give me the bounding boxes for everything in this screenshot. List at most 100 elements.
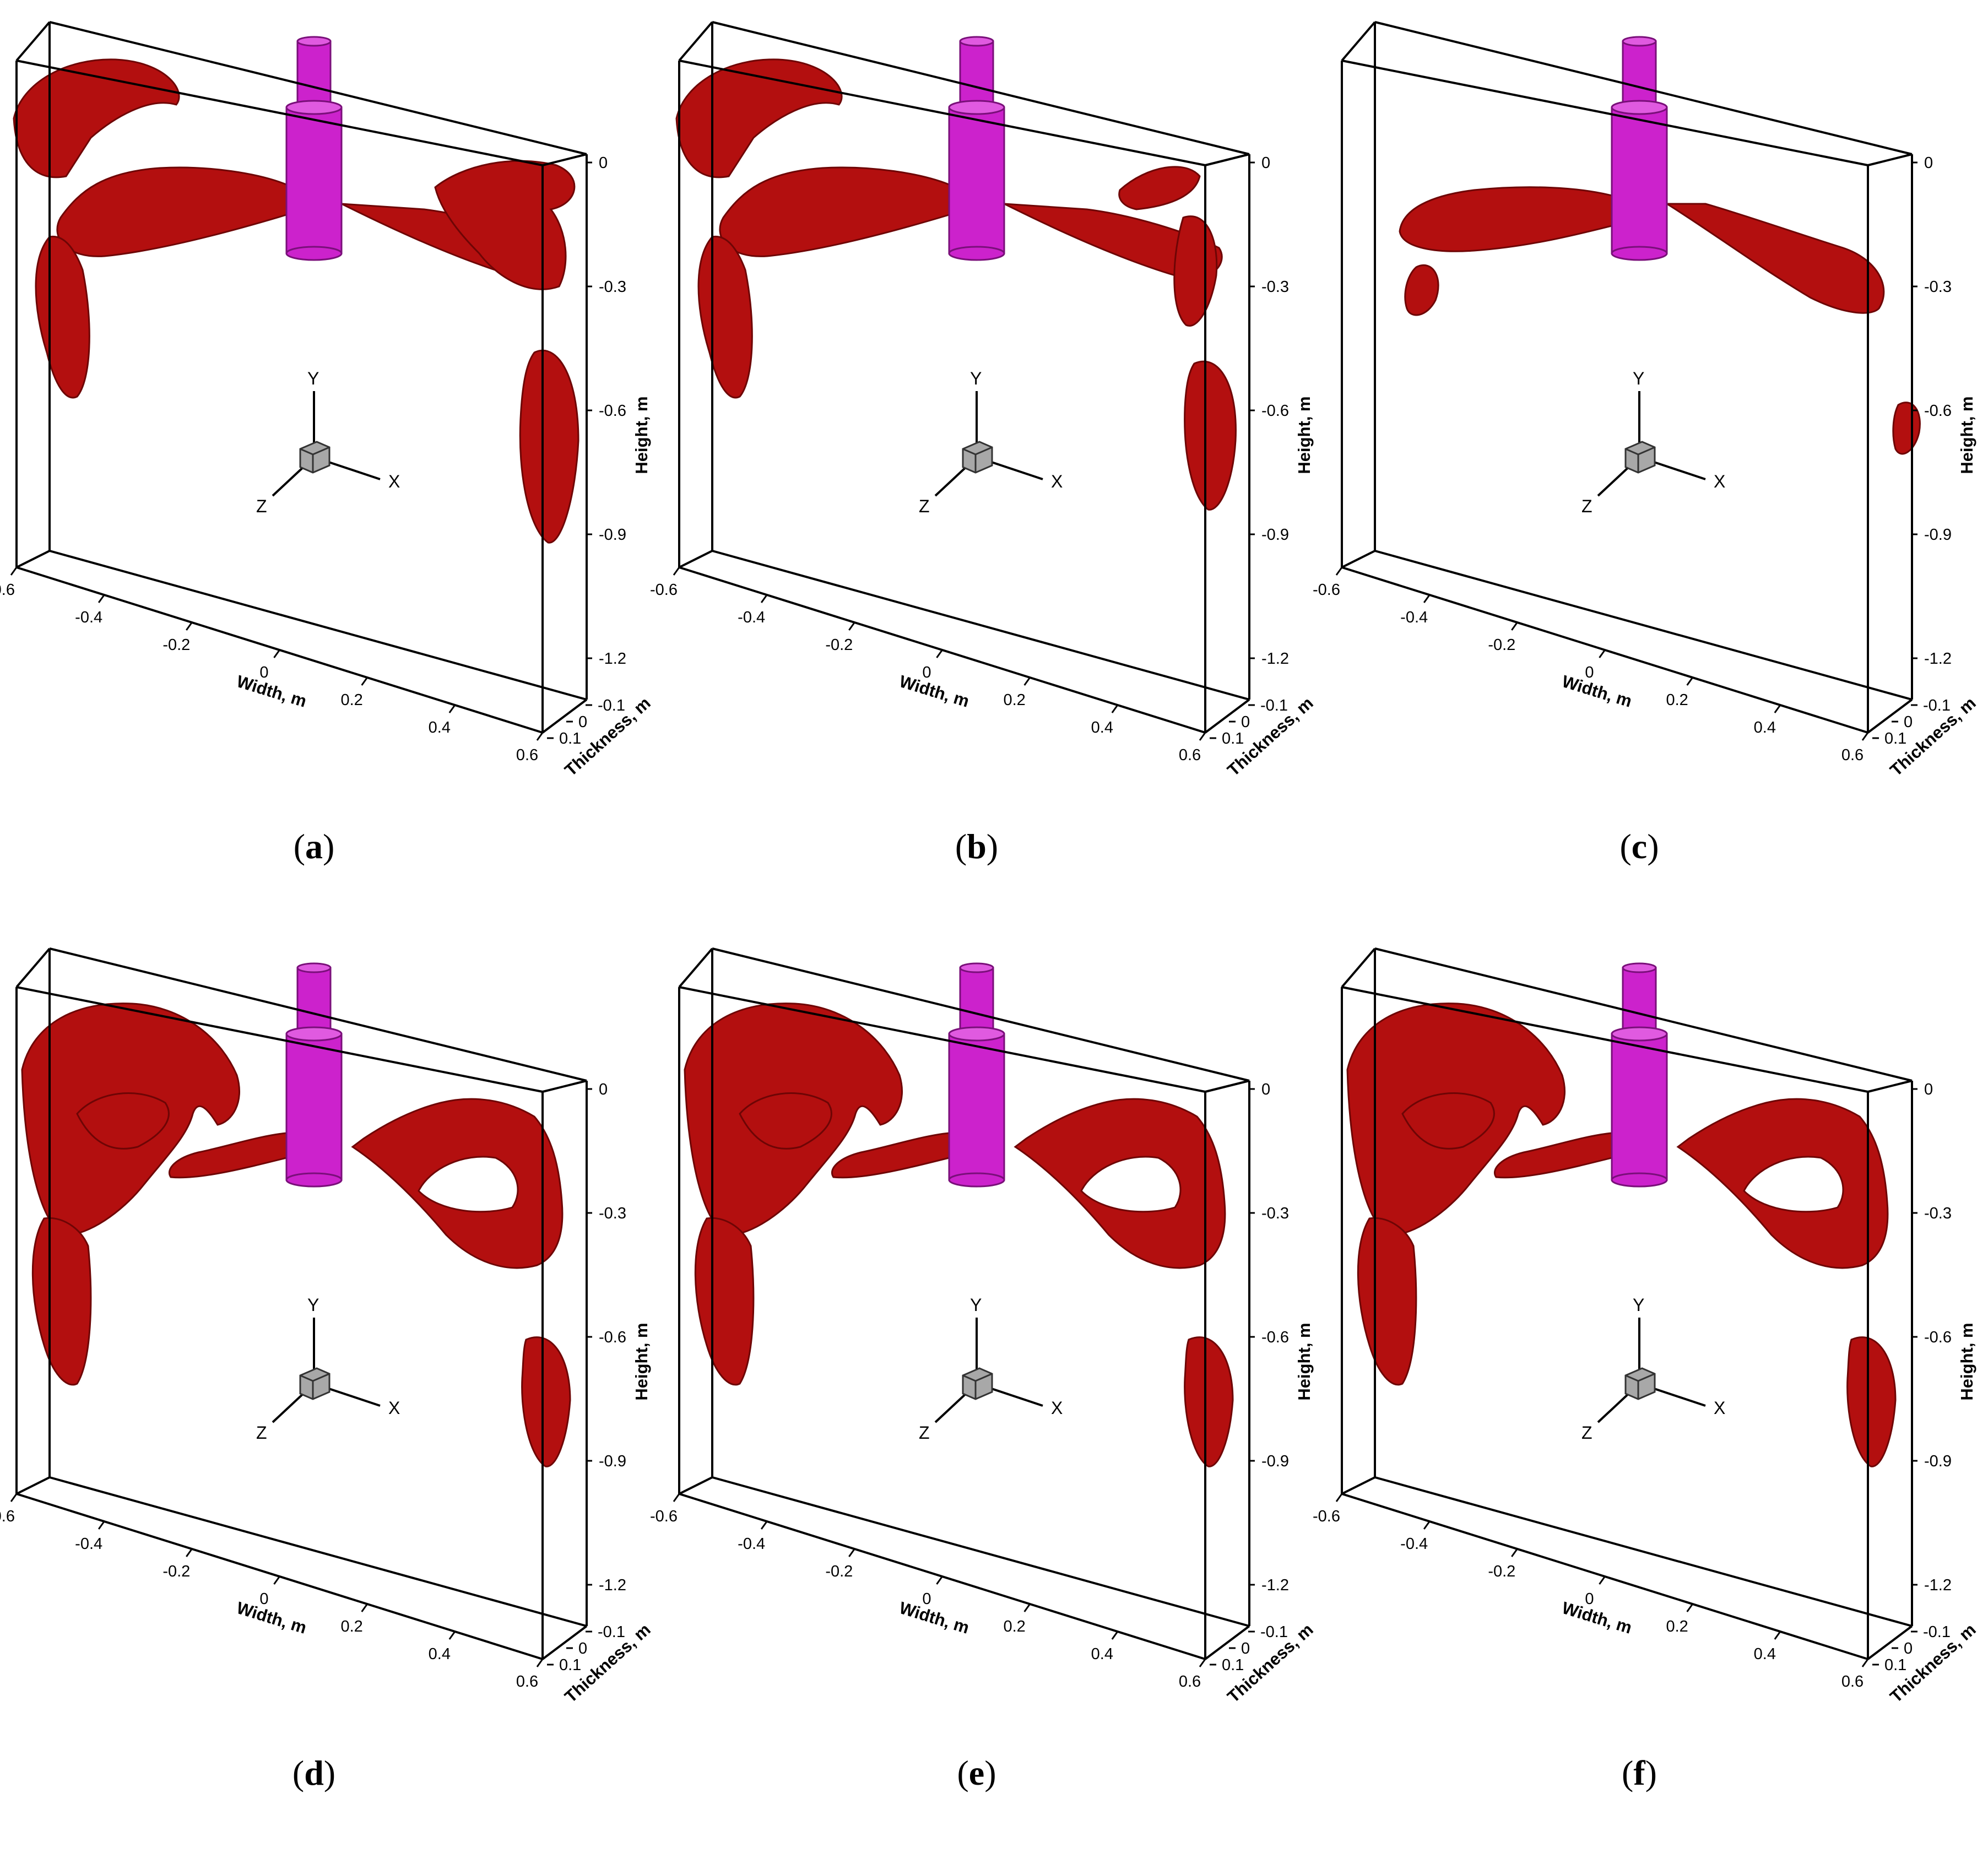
triad-y-label: Y bbox=[970, 369, 982, 388]
triad-x-label: X bbox=[1714, 472, 1725, 491]
thickness-tick-label: 0.1 bbox=[559, 730, 581, 747]
width-tick-label: -0.2 bbox=[825, 1563, 853, 1580]
thickness-tick-label: 0 bbox=[578, 713, 587, 731]
width-tick-label: 0.4 bbox=[1091, 719, 1113, 736]
isosurface-blob bbox=[21, 1003, 240, 1236]
panel-caption-letter: b bbox=[967, 827, 987, 866]
panel-caption-letter: a bbox=[305, 827, 323, 866]
height-axis-title: Height, m bbox=[632, 1323, 651, 1400]
isosurface-blob bbox=[1118, 166, 1201, 210]
width-tick-label: -0.2 bbox=[825, 636, 853, 654]
width-tick-label: -0.4 bbox=[738, 1535, 765, 1553]
width-tick-label: -0.6 bbox=[650, 1508, 678, 1525]
isosurface-group bbox=[1399, 186, 1921, 455]
isosurface-blob bbox=[1892, 402, 1921, 455]
width-tick-label: 0 bbox=[922, 664, 931, 681]
height-tick-label: -0.6 bbox=[599, 1329, 626, 1346]
nozzle bbox=[1611, 962, 1668, 1188]
height-tick-label: -0.9 bbox=[599, 526, 626, 544]
height-tick-label: -1.2 bbox=[1261, 650, 1289, 668]
width-axis-title: Width, m bbox=[235, 1598, 309, 1638]
triad-y-label: Y bbox=[307, 1295, 319, 1315]
triad-y-label: Y bbox=[970, 1295, 982, 1315]
height-tick-label: -1.2 bbox=[599, 650, 626, 668]
isosurface-blob bbox=[719, 166, 950, 257]
isosurface-blob bbox=[31, 1217, 92, 1386]
height-axis-title: Height, m bbox=[1294, 1323, 1314, 1400]
thickness-tick-label: -0.1 bbox=[1923, 697, 1951, 714]
thickness-tick-label: 0.1 bbox=[1222, 730, 1244, 747]
panel-caption-letter: c bbox=[1631, 827, 1648, 866]
isosurface-blob bbox=[697, 235, 753, 399]
width-tick-label: 0 bbox=[259, 1590, 268, 1608]
isosurface-blob bbox=[1173, 215, 1218, 327]
width-axis-title: Width, m bbox=[897, 671, 972, 711]
width-axis-title: Width, m bbox=[1560, 1598, 1634, 1638]
width-tick-label: 0.4 bbox=[429, 719, 451, 736]
width-axis-title: Width, m bbox=[1560, 671, 1634, 711]
triad-z-label: Z bbox=[256, 1423, 267, 1443]
triad-y-label: Y bbox=[1633, 1295, 1644, 1315]
triad-y-label: Y bbox=[307, 369, 319, 388]
isosurface-blob bbox=[169, 1132, 288, 1179]
isosurface-blob bbox=[434, 160, 576, 290]
isosurface-blob bbox=[831, 1132, 950, 1179]
thickness-tick-label: -0.1 bbox=[598, 697, 625, 714]
isosurface-group bbox=[1346, 1003, 1897, 1467]
width-tick-label: 0.2 bbox=[1666, 1618, 1688, 1635]
height-axis-title: Height, m bbox=[1957, 1323, 1976, 1400]
width-tick-label: -0.4 bbox=[75, 609, 102, 626]
height-tick-label: -1.2 bbox=[1261, 1576, 1289, 1594]
height-tick-label: -0.6 bbox=[1261, 1329, 1289, 1346]
width-tick-label: -0.6 bbox=[0, 581, 15, 599]
thickness-tick-label: 0 bbox=[1904, 1640, 1913, 1657]
thickness-tick-label: 0.1 bbox=[559, 1656, 581, 1674]
height-tick-label: -0.3 bbox=[1924, 1205, 1952, 1222]
domain-bounding-box bbox=[1341, 21, 1913, 734]
width-tick-label: -0.4 bbox=[75, 1535, 102, 1553]
height-tick-label: 0 bbox=[1261, 154, 1270, 172]
width-tick-label: 0.4 bbox=[429, 1645, 451, 1663]
xyz-orientation-triad-icon: YXZ bbox=[919, 1295, 1063, 1443]
panel-caption: (a) bbox=[293, 827, 335, 866]
xyz-orientation-triad-icon: YXZ bbox=[256, 369, 400, 516]
isosurface-blob bbox=[1664, 203, 1885, 314]
isosurface-blob bbox=[1014, 1098, 1226, 1269]
width-tick-label: -0.6 bbox=[1313, 581, 1340, 599]
height-tick-label: -0.3 bbox=[599, 1205, 626, 1222]
isosurface-blob bbox=[694, 1217, 755, 1386]
isosurface-blob bbox=[1357, 1217, 1417, 1386]
width-tick-label: -0.2 bbox=[1488, 636, 1515, 654]
isosurface-blob bbox=[1404, 264, 1439, 316]
width-tick-label: -0.6 bbox=[650, 581, 678, 599]
width-tick-label: 0.6 bbox=[516, 1673, 538, 1691]
width-tick-label: 0.2 bbox=[341, 691, 363, 709]
height-tick-label: 0 bbox=[599, 154, 608, 172]
height-tick-label: -0.9 bbox=[1924, 526, 1952, 544]
thickness-tick-label: -0.1 bbox=[598, 1623, 625, 1641]
height-tick-label: -0.9 bbox=[599, 1453, 626, 1470]
triad-x-label: X bbox=[388, 472, 400, 491]
width-tick-label: -0.4 bbox=[1400, 1535, 1428, 1553]
height-tick-label: -1.2 bbox=[1924, 1576, 1952, 1594]
height-tick-label: 0 bbox=[1924, 154, 1933, 172]
nozzle bbox=[285, 962, 343, 1188]
width-tick-label: 0.4 bbox=[1754, 1645, 1776, 1663]
triad-y-label: Y bbox=[1633, 369, 1644, 388]
domain-bounding-box bbox=[1341, 947, 1913, 1660]
